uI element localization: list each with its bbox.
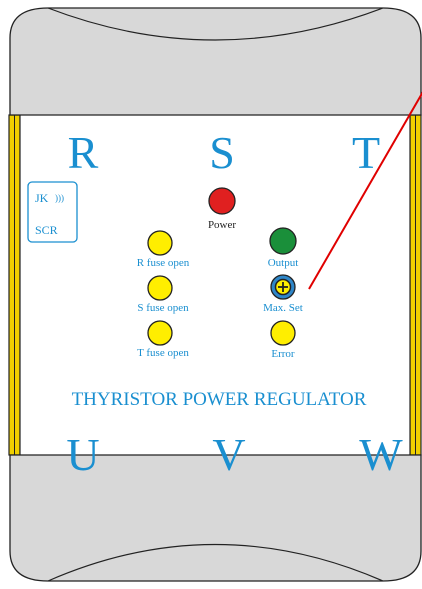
- top-cover-arc: [47, 7, 384, 41]
- logo-line1: JK: [35, 191, 49, 205]
- r-fuse-led: [147, 230, 173, 256]
- output-led: [269, 227, 297, 255]
- phase-label-r: R: [68, 127, 99, 178]
- logo-line2: SCR: [35, 223, 58, 237]
- phase-label-u: U: [66, 429, 99, 480]
- leader-line: [308, 91, 422, 290]
- phase-label-v: V: [212, 429, 245, 480]
- power-led: [208, 187, 236, 215]
- phase-label-w: W: [359, 429, 403, 480]
- error-label: Error: [271, 348, 295, 360]
- s-fuse-led: [147, 275, 173, 301]
- top-cover: [9, 7, 422, 116]
- logo-box: [27, 181, 78, 243]
- front-panel: [19, 112, 411, 457]
- t-fuse-label: T fuse open: [137, 347, 189, 359]
- s-fuse-label: S fuse open: [137, 302, 189, 314]
- phase-label-s: S: [209, 127, 235, 178]
- max-set-potentiometer[interactable]: [270, 274, 296, 300]
- panel-title: THYRISTOR POWER REGULATOR: [72, 389, 367, 410]
- output-label: Output: [268, 257, 299, 269]
- r-fuse-label: R fuse open: [137, 257, 190, 269]
- logo-waves: ))): [55, 193, 64, 203]
- t-fuse-led: [147, 320, 173, 346]
- power-label: Power: [208, 219, 236, 231]
- error-led: [270, 320, 296, 346]
- phase-label-t: T: [352, 127, 380, 178]
- bottom-cover-arc: [47, 544, 384, 582]
- max-set-label: Max. Set: [263, 302, 303, 314]
